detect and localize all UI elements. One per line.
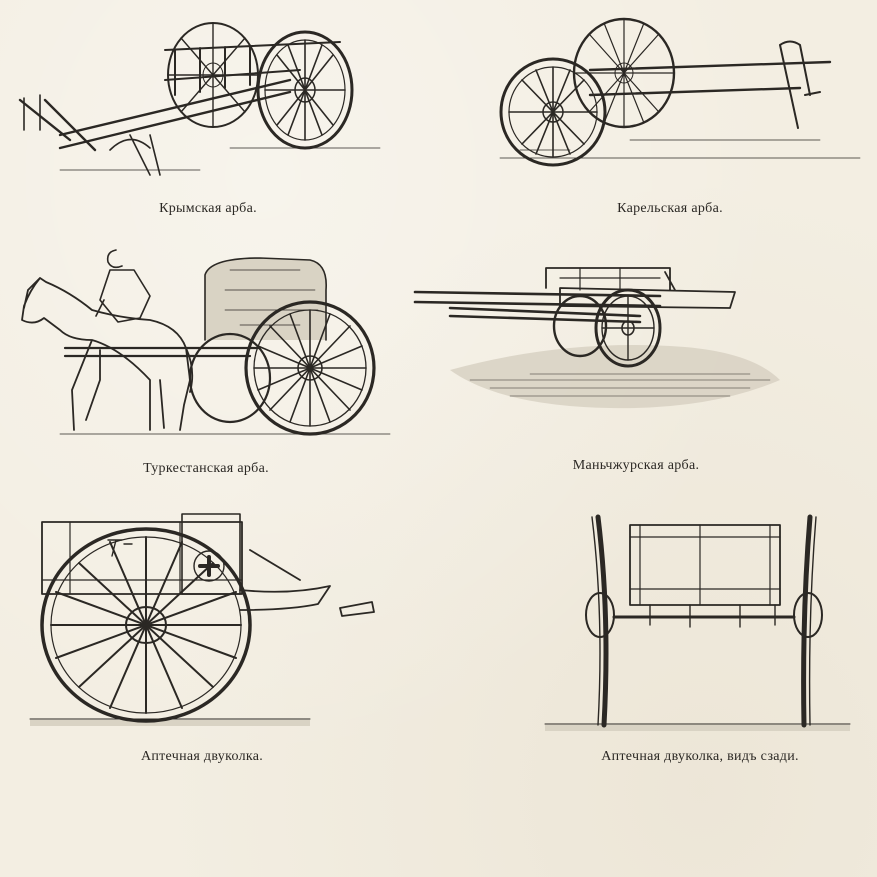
caption-pharmacy-dvukolka-rear: Аптечная двуколка, видъ сзади. [601, 749, 799, 764]
caption-crimean-arba: Крымская арба. [159, 201, 257, 216]
illustration-pharmacy-dvukolka-rear [540, 505, 877, 740]
illustration-pharmacy-dvukolka-side [0, 500, 420, 740]
illustration-turkestan-arba [0, 230, 420, 450]
illustration-crimean-arba [0, 0, 420, 200]
caption-pharmacy-dvukolka-side: Аптечная двуколка. [140, 749, 264, 764]
caption-turkestan-arba: Туркестанская арба. [143, 461, 269, 476]
caption-karelian-arba: Карельская арба. [617, 201, 723, 216]
illustration-manchurian-arba [410, 250, 877, 450]
illustration-karelian-arba [480, 0, 877, 200]
caption-manchurian-arba: Маньчжурская арба. [572, 458, 700, 473]
